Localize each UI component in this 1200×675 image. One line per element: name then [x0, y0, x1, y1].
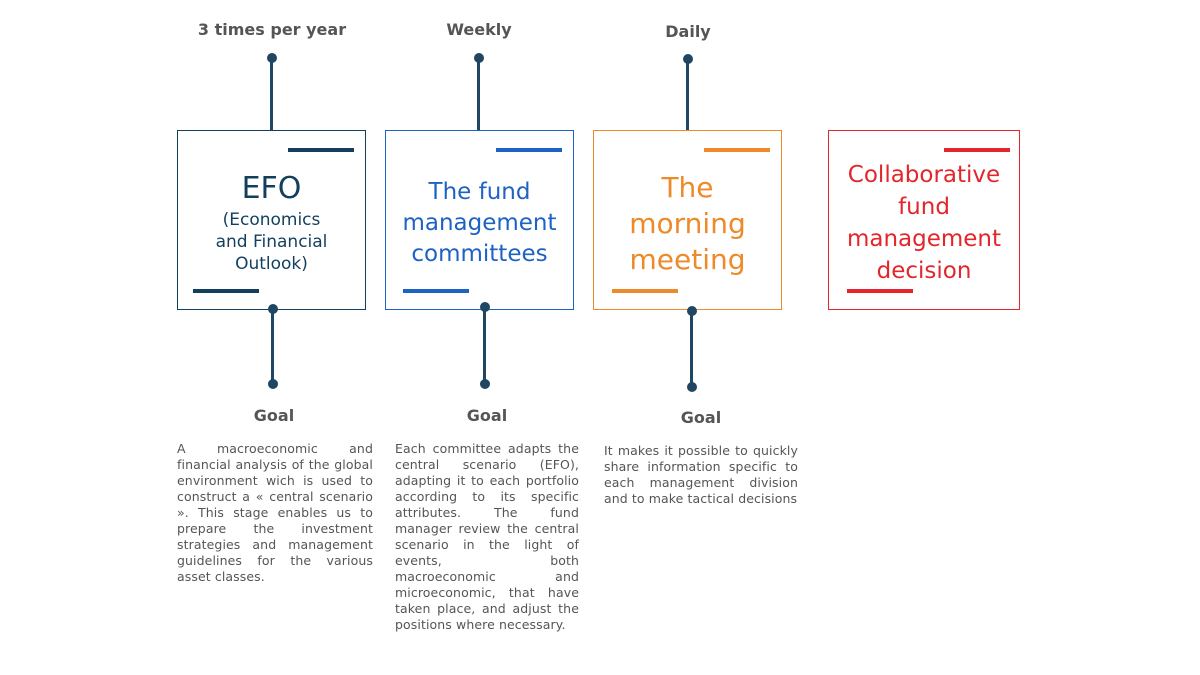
- top-connector-dot-morning: [683, 54, 693, 64]
- stage-box-morning: The morning meeting: [593, 130, 782, 310]
- accent-bar-bottom-committees: [403, 289, 469, 293]
- top-connector-dot-efo: [267, 53, 277, 63]
- bottom-connector-morning: [690, 311, 693, 387]
- accent-bar-top-decision: [944, 148, 1010, 152]
- goal-description-committees: Each committee adapts the central scenar…: [395, 441, 579, 632]
- goal-label-committees: Goal: [466, 406, 508, 425]
- accent-bar-bottom-efo: [193, 289, 259, 293]
- top-connector-dot-committees: [474, 53, 484, 63]
- frequency-label-morning: Daily: [665, 22, 711, 41]
- stage-box-committees: The fund management committees: [385, 130, 574, 310]
- stage-title-committees: The fund management committees: [402, 179, 557, 267]
- goal-label-efo: Goal: [253, 406, 295, 425]
- accent-bar-bottom-morning: [612, 289, 678, 293]
- accent-bar-top-efo: [288, 148, 354, 152]
- stage-box-efo: EFO (Economics and Financial Outlook): [177, 130, 366, 310]
- bottom-connector-dot-morning: [687, 382, 697, 392]
- frequency-label-efo: 3 times per year: [197, 20, 347, 39]
- top-connector-committees: [477, 56, 480, 132]
- stage-title-morning: The morning meeting: [629, 171, 746, 276]
- top-connector-efo: [270, 56, 273, 132]
- bottom-connector-efo: [271, 309, 274, 383]
- accent-bar-top-morning: [704, 148, 770, 152]
- bottom-connector-committees: [483, 307, 486, 383]
- frequency-label-committees: Weekly: [446, 20, 512, 39]
- goal-description-efo: A macroeconomic and financial analysis o…: [177, 441, 373, 584]
- stage-title-efo: EFO: [241, 171, 302, 206]
- accent-bar-top-committees: [496, 148, 562, 152]
- stage-title-decision: Collaborative fund management decision: [846, 162, 1002, 284]
- bottom-connector-dot-committees: [480, 379, 490, 389]
- accent-bar-bottom-decision: [847, 289, 913, 293]
- goal-description-morning: It makes it possible to quickly share in…: [604, 443, 798, 506]
- bottom-connector-dot-efo: [268, 379, 278, 389]
- top-connector-morning: [686, 58, 689, 132]
- stage-box-decision: Collaborative fund management decision: [828, 130, 1020, 310]
- goal-label-morning: Goal: [680, 408, 722, 427]
- stage-subtitle-efo: (Economics and Financial Outlook): [215, 210, 328, 274]
